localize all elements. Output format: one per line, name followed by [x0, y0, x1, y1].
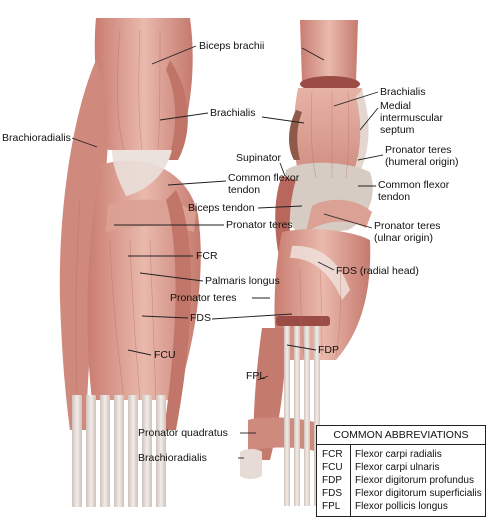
right-biceps-stump — [300, 20, 358, 82]
right-septum — [354, 90, 369, 172]
right-brachialis — [293, 88, 366, 180]
label-line: (ulnar origin) — [374, 232, 433, 244]
abbreviation-full: Flexor pollicis longus — [355, 501, 448, 512]
label-line: Pronator teres — [385, 144, 452, 156]
label-pronator-teres-ulnar: Pronator teres (ulnar origin) — [374, 220, 441, 244]
label-brachioradialis-top: Brachioradialis — [2, 132, 71, 144]
label-line: Medial — [380, 100, 411, 112]
label-fds-left: FDS — [190, 312, 211, 324]
abbreviation-code: FDS — [322, 488, 342, 499]
label-brachialis-left: Brachialis — [210, 107, 256, 119]
right-pronator-teres — [306, 199, 372, 232]
left-biceps-brachii — [94, 18, 193, 150]
label-biceps-tendon: Biceps tendon — [188, 202, 255, 214]
label-brachialis-right: Brachialis — [380, 86, 426, 98]
label-line: septum — [380, 124, 415, 136]
right-fds-cut — [276, 316, 330, 326]
label-brachioradialis-bottom: Brachioradialis — [138, 452, 207, 464]
right-arm — [240, 20, 373, 506]
label-palmaris-longus: Palmaris longus — [205, 275, 280, 287]
label-fpl: FPL — [246, 370, 266, 382]
label-line: Common flexor — [228, 172, 300, 184]
label-common-flexor-tendon-left: Common flexor tendon — [228, 172, 299, 196]
leader-lines — [71, 45, 384, 459]
label-common-flexor-tendon-right: Common flexor tendon — [378, 179, 449, 203]
abbreviations-divider — [350, 444, 351, 516]
label-supinator: Supinator — [236, 152, 281, 164]
abbreviations-title: COMMON ABBREVIATIONS — [317, 426, 485, 445]
abbreviation-code: FCR — [322, 449, 343, 460]
label-medial-intermuscular-septum: Medial intermuscular septum — [380, 100, 443, 136]
label-line: tendon — [378, 191, 411, 203]
label-biceps-brachii: Biceps brachii — [199, 40, 265, 52]
abbreviation-full: Flexor digitorum profundus — [355, 475, 474, 486]
left-fcu — [164, 190, 191, 430]
label-line: tendon — [228, 184, 261, 196]
label-pronator-teres-humeral: Pronator teres (humeral origin) — [385, 144, 459, 168]
label-fds-radial-head: FDS (radial head) — [336, 265, 419, 277]
label-fcu: FCU — [154, 349, 176, 361]
abbreviations-box: COMMON ABBREVIATIONS FCR Flexor carpi ra… — [316, 425, 486, 517]
label-pronator-quadratus: Pronator quadratus — [138, 427, 228, 439]
label-line: (humeral origin) — [385, 156, 459, 168]
label-fcr: FCR — [196, 250, 218, 262]
label-line: Common flexor — [378, 179, 450, 191]
right-fdp-tendons — [284, 326, 320, 506]
label-pronator-teres-right: Pronator teres — [170, 292, 237, 304]
left-arm — [59, 18, 201, 507]
abbreviation-full: Flexor carpi ulnaris — [355, 462, 440, 473]
label-pronator-teres-left: Pronator teres — [226, 219, 293, 231]
abbreviation-full: Flexor carpi radialis — [355, 449, 442, 460]
label-line: intermuscular — [380, 112, 444, 124]
left-aponeurosis — [112, 150, 172, 196]
left-brachialis-edge — [166, 60, 188, 160]
left-wrist-tendons — [72, 395, 166, 507]
label-fdp: FDP — [318, 344, 339, 356]
left-brachioradialis — [59, 60, 108, 430]
abbreviation-code: FPL — [322, 501, 341, 512]
label-line: Pronator teres — [374, 220, 441, 232]
abbreviation-code: FDP — [322, 475, 342, 486]
abbreviation-full: Flexor digitorum superficialis — [355, 488, 482, 499]
abbreviation-code: FCU — [322, 462, 343, 473]
